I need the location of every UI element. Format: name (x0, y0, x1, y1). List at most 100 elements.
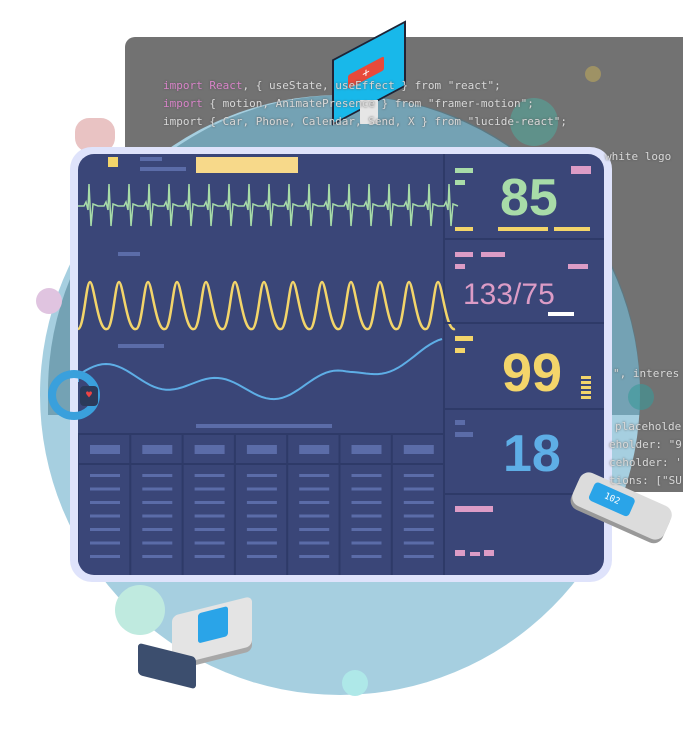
grid-row-line (142, 514, 173, 518)
indicator (455, 348, 465, 353)
spo2-value: 99 (502, 343, 563, 403)
grid-row-line (351, 501, 382, 504)
grid-row-line (351, 528, 382, 531)
grid-row-line (90, 555, 120, 558)
indicator (571, 166, 591, 174)
grid-row-line (142, 501, 173, 504)
indicator (455, 336, 473, 341)
grid-row-line (90, 528, 120, 531)
code-fragment: ceholder: ' (609, 456, 682, 469)
grid-row-line (142, 474, 173, 477)
decor-dot (115, 585, 165, 635)
grid-row-line (351, 555, 382, 558)
indicator (455, 180, 465, 185)
grid-row-line (90, 501, 120, 504)
grid-row-line (142, 487, 173, 491)
grid-row-line (403, 474, 434, 477)
indicator (455, 264, 465, 269)
grid-row-line (403, 528, 434, 531)
level-meter (581, 376, 591, 400)
indicator (118, 344, 164, 348)
grid-row-line (90, 541, 120, 545)
indicator (498, 227, 548, 231)
code-text: { motion, AnimatePresence } from "framer… (202, 97, 534, 110)
grid-header-cell (351, 445, 382, 454)
grid-row-line (299, 541, 330, 545)
grid-row-line (403, 501, 434, 504)
decor-dot (585, 66, 601, 82)
indicator (455, 550, 465, 556)
grid-row-line (403, 514, 434, 518)
grid-header-cell (246, 445, 277, 454)
grid-row-line (351, 487, 382, 491)
grid-row-line (246, 555, 277, 558)
grid-row-line (299, 487, 330, 491)
grid-row-line (299, 501, 330, 504)
grid-row-line (246, 487, 277, 491)
indicator (455, 420, 465, 425)
code-text: import { Car, Phone, Calendar, Send, X }… (163, 115, 567, 128)
grid-header-cell (142, 445, 173, 454)
grid-row-line (403, 555, 434, 558)
indicator (196, 424, 332, 428)
resp-waveform (78, 338, 443, 401)
indicator (554, 227, 590, 231)
grid-row-line (142, 541, 173, 545)
fitness-band-icon: ♥ (48, 370, 100, 420)
grid-row-line (403, 541, 434, 545)
indicator (118, 252, 140, 256)
indicator (548, 312, 574, 316)
heart-rate-value: 85 (500, 169, 558, 227)
code-keyword: import (163, 97, 203, 110)
code-line-1: import React, { useState, useEffect } fr… (163, 79, 501, 92)
respiration-value: 18 (503, 425, 561, 483)
pleth-waveform (78, 280, 457, 331)
grid-row-line (299, 514, 330, 518)
monitor-stand (360, 100, 378, 124)
code-fragment: white logo (605, 150, 672, 163)
indicator (568, 264, 588, 269)
grid-row-line (142, 555, 173, 558)
code-line-2: import { motion, AnimatePresence } from … (163, 97, 534, 110)
indicator (455, 227, 473, 231)
bp-display (198, 606, 228, 644)
code-fragment: eholder: "9 (609, 438, 682, 451)
ecg-waveform (78, 183, 459, 227)
decor-dot (628, 384, 654, 410)
decor-pill (75, 118, 115, 152)
indicator (481, 252, 505, 257)
grid-row-line (246, 501, 277, 504)
grid-row-line (194, 541, 225, 545)
grid-header-cell (194, 445, 225, 454)
grid-row-line (194, 474, 225, 477)
code-fragment: placeholde (615, 420, 682, 433)
indicator (140, 157, 162, 161)
grid-row-line (194, 487, 225, 491)
indicator (470, 552, 480, 556)
grid-row-line (90, 514, 120, 518)
grid-row-line (194, 555, 225, 558)
data-grid (78, 434, 444, 575)
grid-header-cell (90, 445, 120, 454)
grid-row-line (351, 514, 382, 518)
code-fragment: ", interes (613, 367, 680, 380)
grid-row-line (246, 528, 277, 531)
grid-row-line (90, 487, 120, 491)
indicator (108, 157, 118, 167)
monitor-screen: 85 133/75 99 18 (78, 154, 604, 575)
divider (445, 238, 604, 240)
grid-row-line (194, 514, 225, 518)
indicator (455, 506, 493, 512)
code-fragment: tions: ["SU (609, 474, 682, 487)
divider (445, 493, 604, 495)
waveforms (78, 154, 459, 575)
divider (445, 322, 604, 324)
decor-dot (36, 288, 62, 314)
indicator (484, 550, 494, 556)
grid-row-line (351, 474, 382, 477)
grid-row-line (299, 474, 330, 477)
grid-row-line (90, 474, 120, 477)
code-line-3: import { Car, Phone, Calendar, Send, X }… (163, 115, 567, 128)
code-keyword: import React (163, 79, 243, 92)
code-text: , { useState, useEffect } from "react"; (242, 79, 501, 92)
